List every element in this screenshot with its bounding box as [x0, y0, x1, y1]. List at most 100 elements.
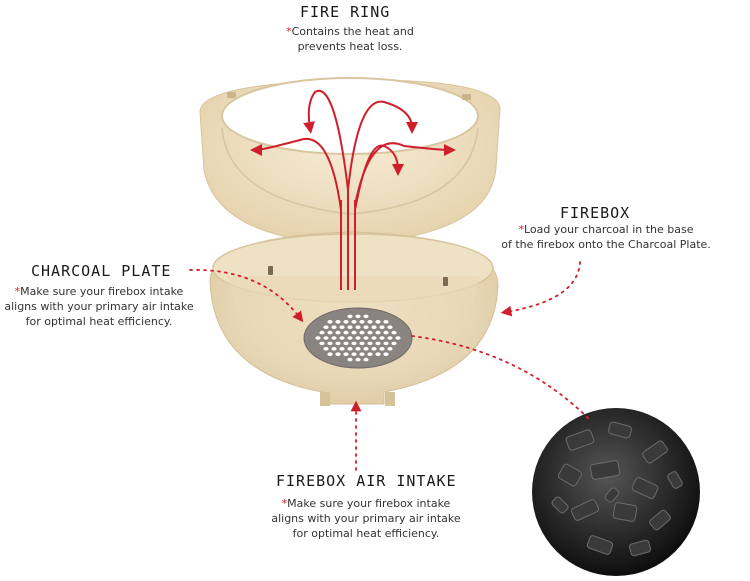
plate-hole [323, 347, 329, 351]
firebox-title: FIREBOX [560, 204, 631, 222]
firebox-description: *Load your charcoal in the base of the f… [496, 222, 716, 252]
charcoal-piece [589, 460, 621, 480]
charcoal-piece [565, 429, 595, 451]
air-intake-description: *Make sure your firebox intake aligns wi… [261, 496, 471, 541]
plate-hole [315, 336, 321, 340]
plate-hole [383, 341, 389, 346]
plate-hole [347, 325, 353, 330]
firebox-desc-line-2: of the firebox onto the Charcoal Plate. [501, 238, 711, 251]
plate-hole [339, 336, 345, 340]
firebox-desc-line-1: *Load your charcoal in the base [518, 223, 694, 236]
plate-hole [371, 336, 377, 340]
charcoal-image [532, 408, 700, 576]
plate-hole [355, 347, 361, 351]
plate-hole [363, 314, 369, 319]
charcoal-piece [612, 502, 638, 522]
plate-hole [383, 320, 389, 324]
plate-hole [335, 330, 341, 335]
air-intake-title: FIREBOX AIR INTAKE [276, 472, 457, 490]
plate-hole [343, 330, 349, 335]
plate-hole [351, 341, 357, 346]
charcoal-piece [642, 440, 668, 464]
plate-hole [363, 347, 369, 351]
plate-hole [351, 352, 357, 357]
charcoal-plate-desc-line-3: for optimal heat efficiency. [25, 315, 173, 328]
plate-hole [343, 320, 349, 324]
plate-hole [359, 320, 365, 324]
charcoal-plate-description: *Make sure your firebox intake aligns wi… [4, 284, 194, 329]
plate-hole [347, 357, 353, 362]
plate-hole [375, 341, 381, 346]
charcoal-plate-title: CHARCOAL PLATE [31, 262, 172, 280]
plate-hole [331, 347, 337, 351]
charcoal-piece [649, 509, 671, 531]
plate-hole [343, 341, 349, 346]
plate-hole [351, 320, 357, 324]
plate-hole [335, 352, 341, 357]
charcoal-piece [628, 539, 652, 557]
plate-hole [347, 336, 353, 340]
plate-hole [335, 341, 341, 346]
plate-hole [343, 352, 349, 357]
fire-ring-desc-line-2: prevents heat loss. [297, 40, 403, 53]
plate-hole [327, 352, 333, 357]
plate-hole [383, 330, 389, 335]
plate-hole [359, 330, 365, 335]
charcoal-piece [604, 487, 620, 503]
fire-ring-description: *Contains the heat and prevents heat los… [270, 24, 430, 54]
charcoal-piece [557, 463, 583, 487]
plate-hole [331, 336, 337, 340]
plate-hole [323, 336, 329, 340]
plate-hole [367, 320, 373, 324]
plate-hole [371, 347, 377, 351]
plate-hole [327, 341, 333, 346]
plate-hole [363, 336, 369, 340]
plate-hole [339, 347, 345, 351]
fire-ring-desc-line-1: *Contains the heat and [286, 25, 414, 38]
plate-hole [347, 347, 353, 351]
plate-hole [367, 341, 373, 346]
plate-hole [327, 320, 333, 324]
plate-hole [363, 325, 369, 330]
plate-hole [327, 330, 333, 335]
charcoal-plate-illustration [303, 307, 413, 369]
charcoal-piece [607, 421, 633, 439]
plate-hole [367, 352, 373, 357]
plate-hole [355, 357, 361, 362]
plate-hole [363, 357, 369, 362]
asterisk-marker: * [286, 25, 292, 38]
leader-lines [189, 261, 591, 471]
plate-hole [375, 352, 381, 357]
charcoal-plate-desc-line-2: aligns with your primary air intake [4, 300, 194, 313]
plate-hole [391, 330, 397, 335]
plate-hole [375, 330, 381, 335]
asterisk-marker: * [281, 497, 288, 510]
charcoal-piece [586, 535, 614, 555]
plate-hole [375, 320, 381, 324]
plate-hole [351, 330, 357, 335]
plate-hole [355, 325, 361, 330]
heat-flow-arrows [250, 89, 456, 290]
plate-hole [371, 325, 377, 330]
plate-hole [379, 336, 385, 340]
asterisk-marker: * [14, 285, 21, 298]
charcoal-piece [570, 499, 600, 521]
plate-hole [387, 347, 393, 351]
fire-ring-illustration [199, 77, 501, 245]
plate-hole [379, 325, 385, 330]
plate-hole [347, 314, 353, 319]
charcoal-piece [667, 471, 683, 489]
plate-hole [319, 330, 325, 335]
plate-hole [387, 336, 393, 340]
plate-hole [383, 352, 389, 357]
air-intake-desc-line-3: for optimal heat efficiency. [292, 527, 440, 540]
plate-hole [379, 347, 385, 351]
plate-hole [387, 325, 393, 330]
charcoal-piece [631, 477, 659, 499]
plate-hole [359, 341, 365, 346]
plate-hole [331, 325, 337, 330]
asterisk-marker: * [518, 223, 524, 236]
plate-hole [395, 336, 401, 340]
